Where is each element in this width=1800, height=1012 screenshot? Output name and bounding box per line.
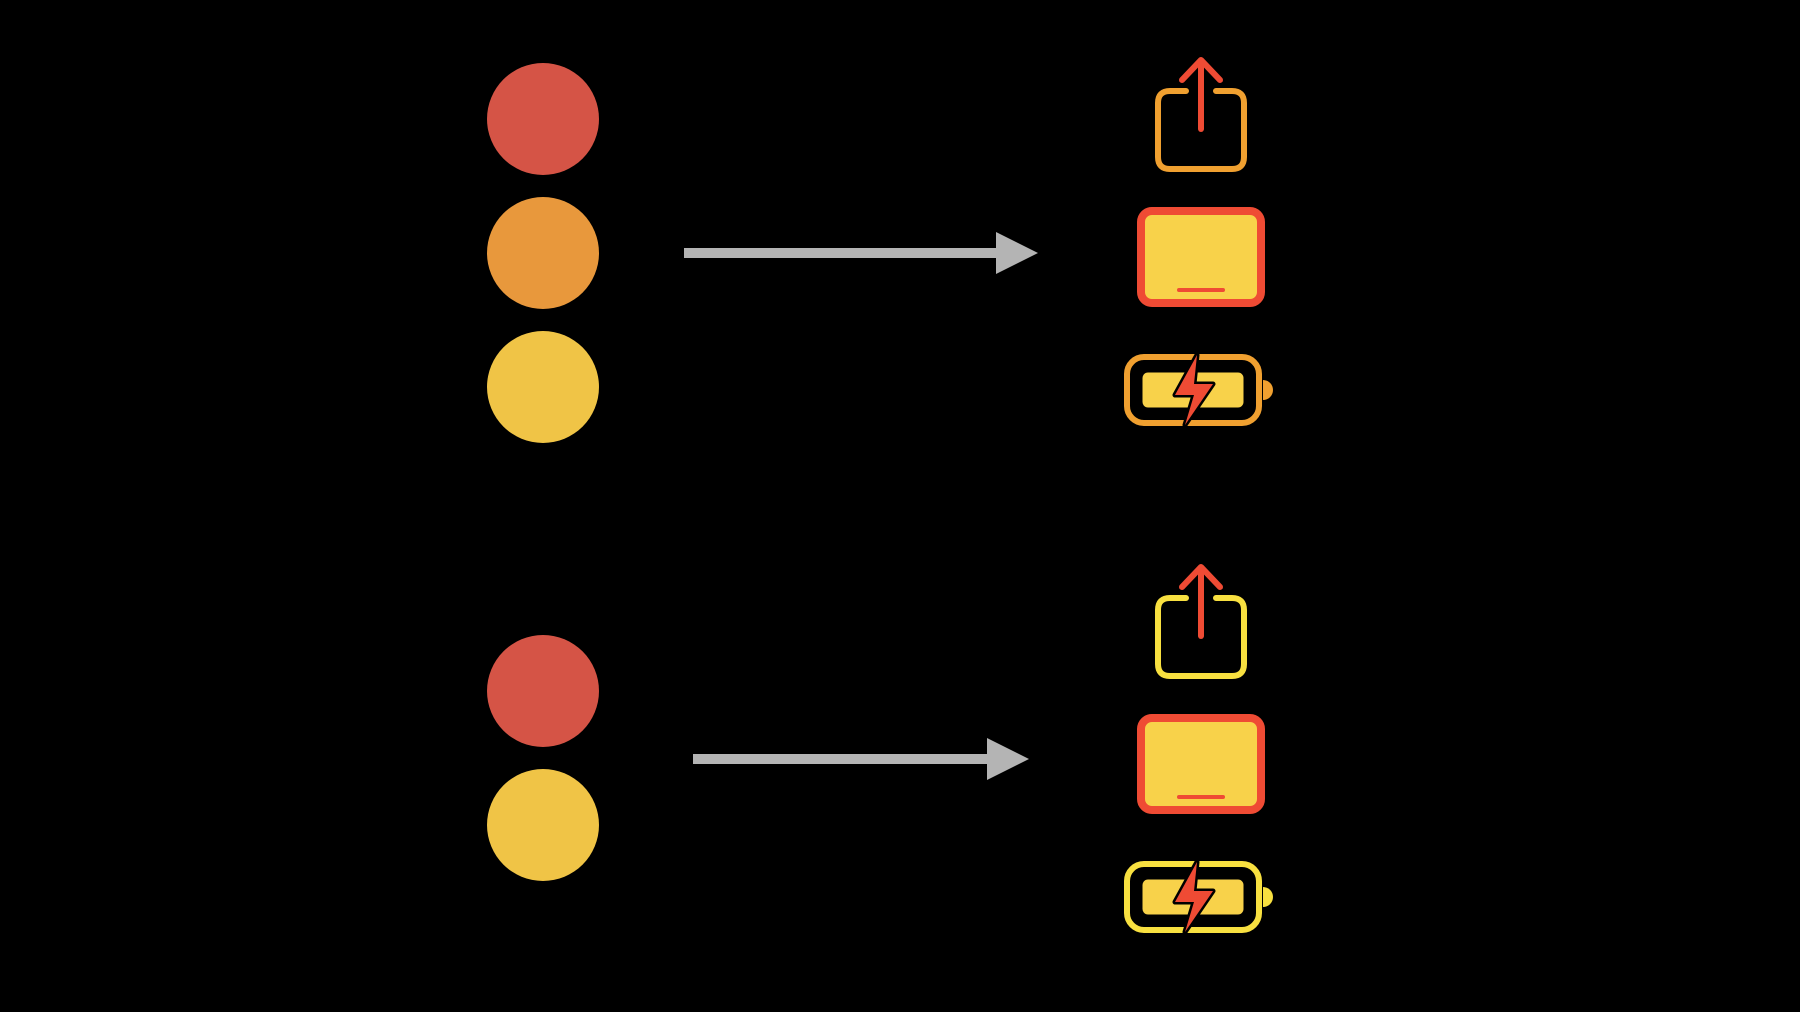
battery-outline xyxy=(1124,354,1262,426)
group-three-color xyxy=(487,57,1273,443)
share-box xyxy=(1155,595,1247,679)
battery-charging-icon xyxy=(1124,352,1273,428)
battery-terminal xyxy=(1263,887,1273,907)
share-icon xyxy=(1155,57,1247,172)
share-arrow-head xyxy=(1179,57,1223,83)
battery-outline xyxy=(1124,861,1262,933)
swatch-yellow xyxy=(487,331,599,443)
share-box xyxy=(1155,88,1247,172)
tablet-icon xyxy=(1137,207,1265,307)
share-icon xyxy=(1155,564,1247,679)
swatch-red xyxy=(487,63,599,175)
mapping-arrow-head xyxy=(987,738,1029,780)
swatch-red xyxy=(487,635,599,747)
battery-charging-icon xyxy=(1124,859,1273,935)
swatch-orange xyxy=(487,197,599,309)
share-arrow-head xyxy=(1179,564,1223,590)
lightning-bolt xyxy=(1172,352,1216,428)
mapping-arrow-head xyxy=(996,232,1038,274)
swatch-yellow xyxy=(487,769,599,881)
lightning-bolt xyxy=(1172,859,1216,935)
tablet-icon xyxy=(1137,714,1265,814)
tablet-screen xyxy=(1137,207,1265,307)
tablet-screen xyxy=(1137,714,1265,814)
group-two-color xyxy=(487,564,1273,935)
battery-terminal xyxy=(1263,380,1273,400)
